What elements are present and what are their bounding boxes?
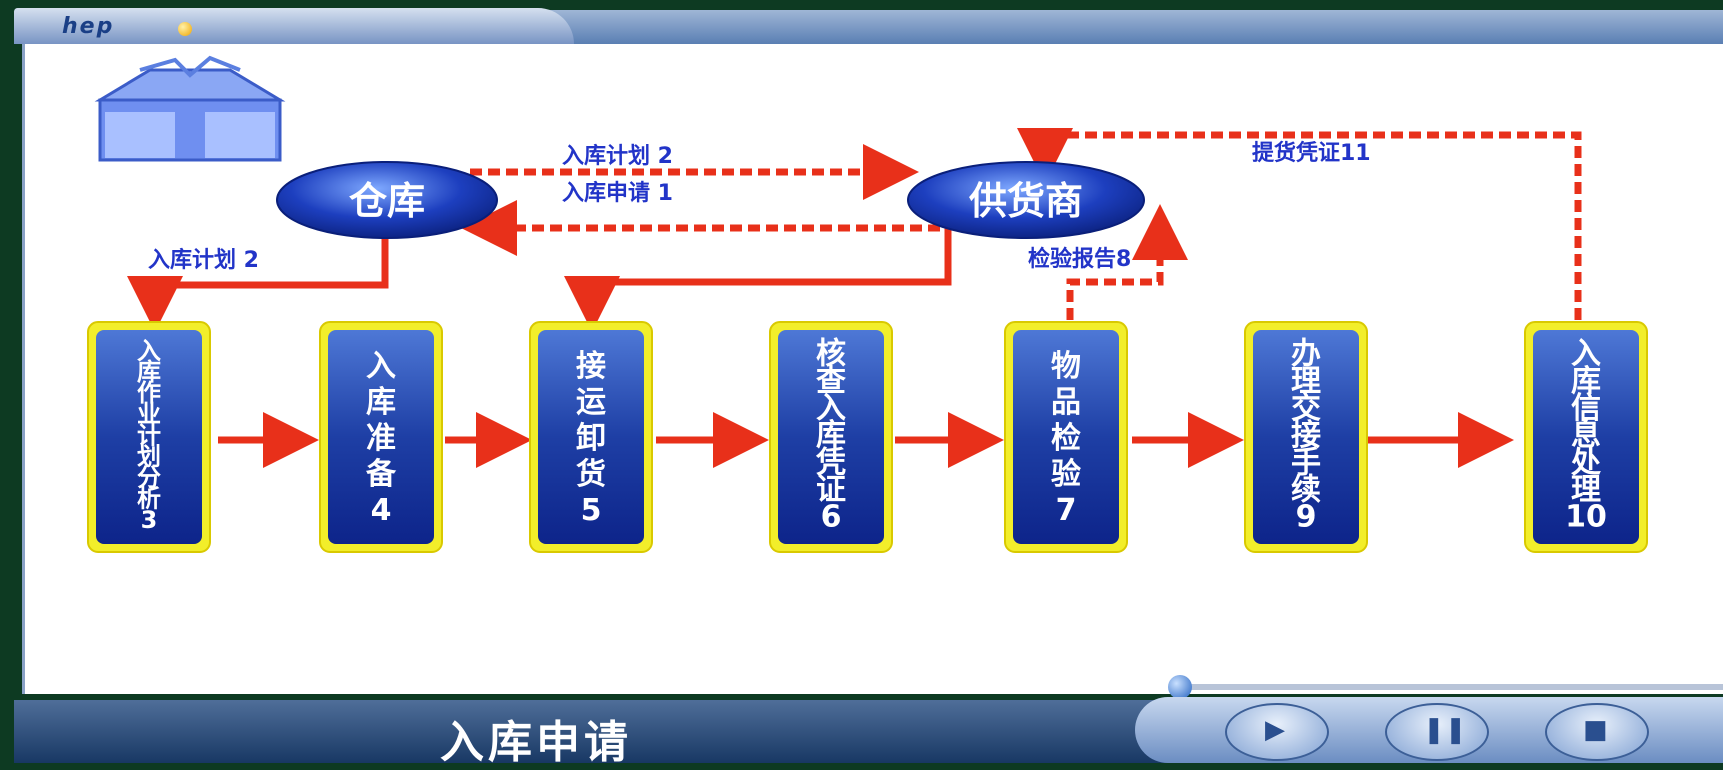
step-label-char: 接 bbox=[1291, 418, 1321, 453]
step-label-char: 验 bbox=[1051, 457, 1081, 492]
step-label-char: 计 bbox=[137, 421, 161, 449]
pause-button[interactable]: ❚❚ bbox=[1385, 703, 1489, 761]
step-label-char: 库 bbox=[816, 418, 846, 453]
step-number: 7 bbox=[1056, 493, 1077, 528]
step-label-char: 库 bbox=[137, 358, 161, 386]
edge-pickup bbox=[1017, 128, 1582, 320]
step-label-char: 接 bbox=[576, 349, 606, 384]
node-warehouse: 仓库 bbox=[276, 161, 498, 239]
step-label-char: 理 bbox=[1571, 472, 1601, 507]
step-label-char: 运 bbox=[576, 385, 606, 420]
step-label-char: 库 bbox=[1571, 364, 1601, 399]
logo-dot-icon bbox=[178, 22, 192, 36]
step-label-char: 品 bbox=[1051, 385, 1081, 420]
step-label-char: 析 bbox=[137, 485, 161, 513]
play-icon: ▶ bbox=[1265, 715, 1285, 745]
step-label-char: 卸 bbox=[576, 421, 606, 456]
step-label-char: 交 bbox=[1291, 391, 1321, 426]
step-label-char: 备 bbox=[366, 457, 397, 492]
step-label-char: 入 bbox=[366, 349, 396, 384]
step-label-char: 办 bbox=[1291, 337, 1321, 372]
steps-layer: 入库作业计划分析3入库准备4接运卸货5核查入库凭证6物品检验7办理交接手续9入库… bbox=[87, 321, 1648, 553]
step-label-char: 入 bbox=[816, 391, 846, 426]
step-label-char: 手 bbox=[1291, 445, 1321, 480]
step-number: 10 bbox=[1565, 500, 1607, 535]
stop-button[interactable]: ■ bbox=[1545, 703, 1649, 761]
edge-supplier-step5 bbox=[564, 222, 952, 332]
step-label-char: 续 bbox=[1291, 472, 1321, 507]
step-label-char: 信 bbox=[1571, 391, 1601, 426]
label-pickup: 提货凭证11 bbox=[1252, 140, 1371, 166]
step-number: 4 bbox=[371, 493, 392, 528]
step-label-char: 划 bbox=[137, 442, 161, 470]
node-warehouse-label: 仓库 bbox=[349, 179, 425, 223]
step-label-char: 库 bbox=[366, 385, 396, 420]
step-label-char: 凭 bbox=[815, 445, 846, 480]
play-button[interactable]: ▶ bbox=[1225, 703, 1329, 761]
label-plan-left: 入库计划 2 bbox=[148, 248, 259, 273]
step-label-char: 证 bbox=[816, 472, 846, 507]
step-label-char: 货 bbox=[576, 457, 606, 492]
label-plan-top: 入库计划 2 bbox=[562, 144, 673, 169]
edge-inspect bbox=[1066, 204, 1188, 320]
pause-icon: ❚❚ bbox=[1423, 715, 1467, 745]
edge-plan-left bbox=[127, 232, 389, 332]
step-label-char: 查 bbox=[816, 364, 846, 399]
step-number: 9 bbox=[1296, 500, 1317, 535]
step-label-char: 准 bbox=[366, 421, 396, 456]
step-label-char: 物 bbox=[1051, 349, 1081, 384]
step-label-char: 分 bbox=[137, 464, 161, 492]
stop-icon: ■ bbox=[1583, 715, 1608, 745]
step-label-char: 入 bbox=[1571, 337, 1601, 372]
package-icon bbox=[94, 55, 286, 162]
step-label-char: 核 bbox=[816, 337, 846, 372]
title-tab bbox=[14, 8, 574, 44]
step-number: 5 bbox=[581, 493, 602, 528]
node-supplier-label: 供货商 bbox=[969, 179, 1083, 223]
step-number: 6 bbox=[821, 500, 842, 535]
step-label-char: 作 bbox=[137, 379, 161, 407]
step-label-char: 息 bbox=[1571, 418, 1601, 453]
label-inspect-report: 检验报告8 bbox=[1028, 246, 1131, 272]
step-label-char: 理 bbox=[1291, 364, 1321, 399]
step-label-char: 处 bbox=[1570, 445, 1601, 480]
step-label-char: 检 bbox=[1051, 421, 1081, 456]
step-label-char: 业 bbox=[137, 400, 161, 428]
logo-text: hep bbox=[62, 14, 115, 39]
progress-track[interactable] bbox=[1190, 684, 1723, 690]
progress-knob[interactable] bbox=[1168, 675, 1192, 699]
caption-title: 入库申请 bbox=[440, 717, 632, 768]
label-apply: 入库申请 1 bbox=[562, 180, 673, 206]
step-label-char: 入 bbox=[137, 337, 161, 365]
node-supplier: 供货商 bbox=[907, 161, 1145, 239]
step-number: 3 bbox=[141, 506, 158, 534]
